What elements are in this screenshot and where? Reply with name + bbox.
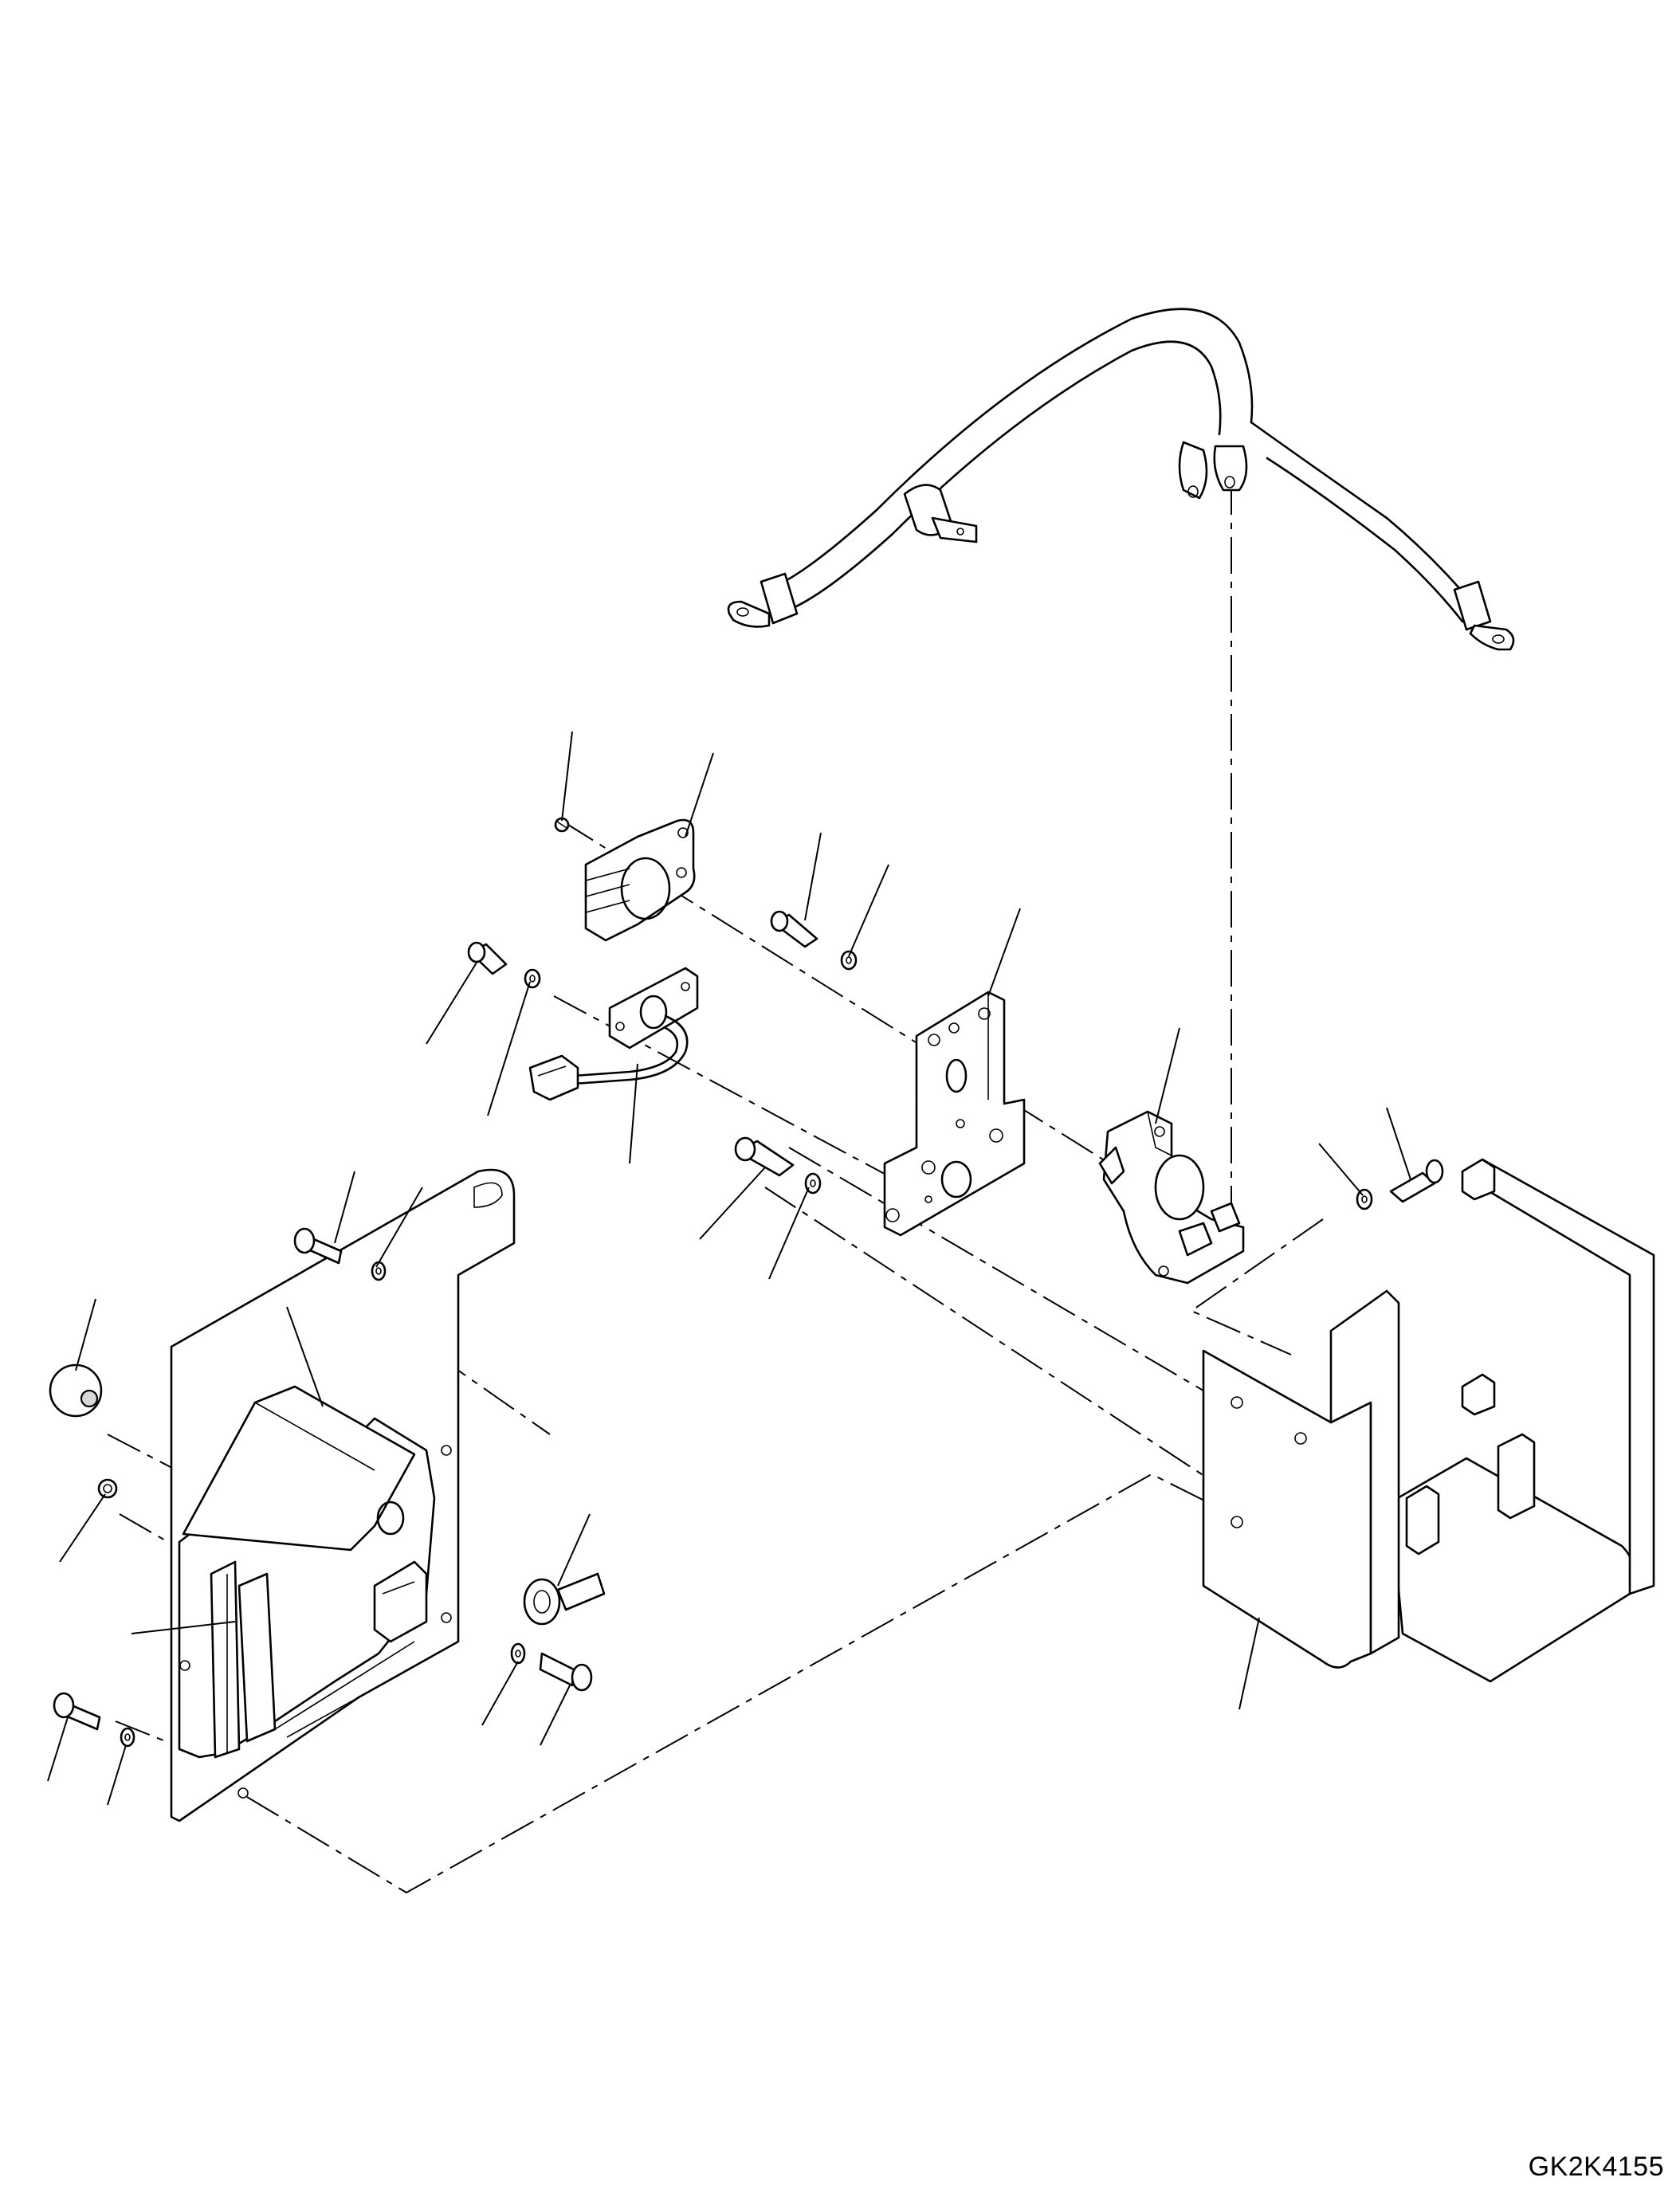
battery-cable (727, 308, 1515, 651)
callout-leaders (47, 731, 1411, 1806)
knob (49, 1363, 103, 1418)
bolt-and-washer-set-c (734, 1136, 822, 1195)
bolt-and-washer-set-b (770, 910, 858, 971)
switch-cover (554, 817, 696, 942)
bolt-and-washer-set-g (53, 1692, 135, 1748)
bolt-and-washer-set-e (510, 1642, 593, 1692)
bolt-and-washer-set-a (467, 941, 541, 989)
switch-box (170, 1168, 516, 1822)
key-switch (528, 967, 699, 1101)
mount-plate (883, 991, 1026, 1237)
bolt-and-washer-set-d (1356, 1159, 1444, 1210)
battery-relay (1098, 1110, 1245, 1285)
frame-bracket (1202, 1158, 1655, 1683)
lamp (523, 1572, 606, 1626)
drawing-code: GK2K4155 (1528, 2152, 1664, 2182)
nut (97, 1478, 118, 1499)
